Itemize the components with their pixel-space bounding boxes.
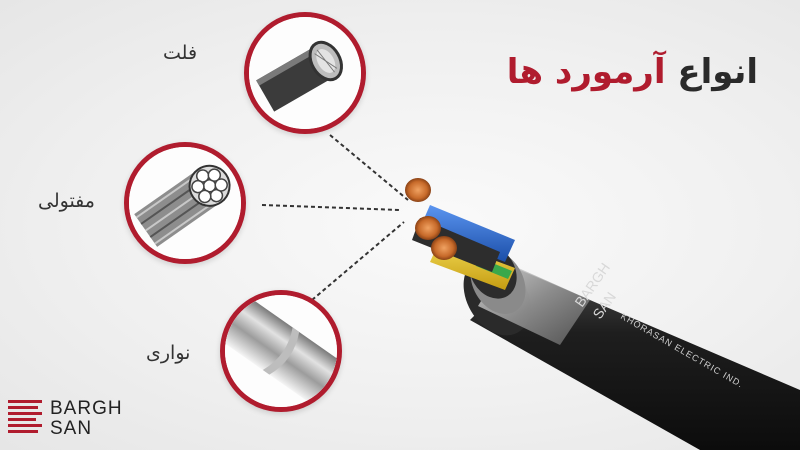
label-wire: مفتولی	[38, 190, 95, 212]
flat-armour-image	[249, 17, 361, 129]
connector-tape	[311, 221, 405, 301]
tape-armour-circle	[220, 290, 342, 412]
blue-core	[420, 205, 515, 262]
copper-end-1	[405, 178, 431, 202]
logo-mark-icon	[8, 400, 42, 433]
connector-flat	[329, 134, 409, 201]
bargh-san-logo: BARGH SAN	[8, 396, 148, 446]
tape-armour-image	[225, 295, 337, 407]
title-main: انواع	[677, 52, 758, 92]
connector-wire	[261, 204, 401, 211]
page-title: انواع آرمورد ها	[507, 52, 758, 92]
label-tape: نواری	[146, 342, 191, 364]
copper-end-3	[431, 236, 457, 260]
wire-armour-image	[129, 147, 241, 259]
logo-text-line1: BARGH	[50, 398, 123, 419]
copper-end-2	[415, 216, 441, 240]
flat-armour-circle	[244, 12, 366, 134]
wire-armour-circle	[124, 142, 246, 264]
logo-text-line2: SAN	[50, 418, 93, 439]
label-flat: فلت	[163, 42, 198, 64]
title-accent: آرمورد ها	[506, 52, 666, 92]
